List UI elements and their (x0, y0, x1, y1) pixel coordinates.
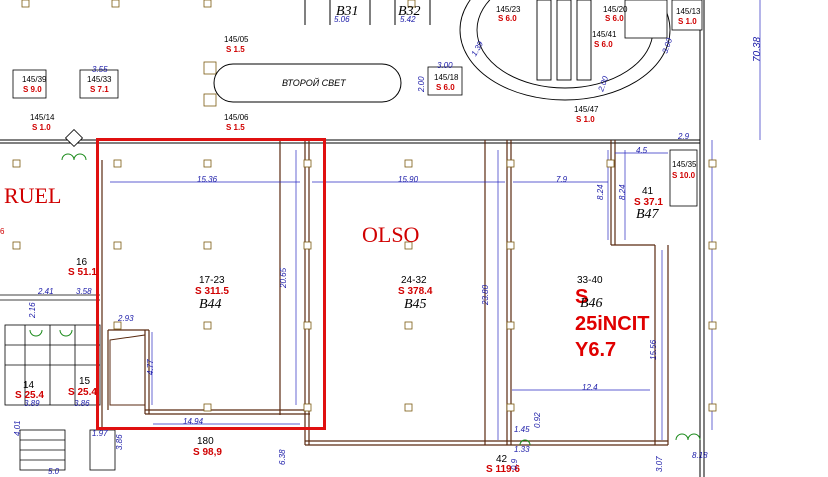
unit-area: S 378.4 (398, 286, 433, 297)
unit-number: 145/20 (603, 5, 628, 14)
unit-area: S 1.0 (678, 17, 697, 26)
unit-area: S 1.5 (226, 45, 245, 54)
dimension-label: 15.56 (649, 339, 658, 360)
unit-number: 145/23 (496, 5, 521, 14)
dimension-label: 1.97 (92, 429, 108, 438)
promo-line: Y6.7 (575, 339, 617, 361)
unit-number: 145/39 (22, 75, 47, 84)
dimension-label: 8.18 (692, 451, 708, 460)
unit-number: 145/06 (224, 113, 249, 122)
dimension-label: 70.38 (752, 36, 763, 62)
unit-number: 17-23 (199, 275, 225, 286)
dimension-label: 1.45 (514, 425, 530, 434)
unit-area: S 6.0 (436, 83, 455, 92)
unit-area: S 6.0 (605, 14, 624, 23)
unit-number: 14 (23, 380, 35, 391)
unit-area: S 9.0 (23, 85, 42, 94)
unit-area: S 10.0 (672, 171, 696, 180)
dimension-label: 2.00 (417, 76, 426, 92)
dimension-label: 4.77 (146, 359, 155, 375)
dimension-label: 15.36 (197, 175, 218, 184)
unit-number: 145/14 (30, 113, 55, 122)
dimension-label: 7.9 (556, 175, 568, 184)
dimension-label: 3.07 (655, 456, 664, 472)
unit-area: S 51.1 (68, 267, 97, 278)
unit-number: 15 (79, 376, 91, 387)
unit-number: 24-32 (401, 275, 427, 286)
unit-code: B45 (404, 297, 427, 312)
unit-area: S 98,9 (193, 447, 222, 458)
dimension-label: 0.9 (510, 458, 519, 470)
dimension-label: 5.42 (400, 15, 416, 24)
dimension-label: 3.58 (76, 287, 92, 296)
unit-number: 180 (197, 436, 214, 447)
tenant-label: OLSO (362, 222, 420, 247)
unit-number: 145/47 (574, 105, 599, 114)
dimension-label: 20.65 (279, 267, 288, 288)
unit-code-b32: B32 (398, 4, 421, 19)
unit-number: 145/41 (592, 30, 617, 39)
unit-area: S 6.0 (594, 40, 613, 49)
dimension-label: 8.24 (618, 184, 627, 200)
second-light-label: ВТОРОЙ СВЕТ (282, 78, 346, 88)
unit-area: S 119.6 (486, 464, 520, 475)
unit-area: S 7.1 (90, 85, 109, 94)
dimension-label: 1.33 (514, 445, 530, 454)
unit-number: 42 (496, 454, 508, 465)
unit-number: 145/35 (672, 160, 697, 169)
tenant-label: RUEL (4, 183, 62, 208)
unit-area: S 37.1 (634, 197, 663, 208)
unit-area: S 25.4 (15, 390, 44, 401)
unit-number: 16 (76, 257, 88, 268)
unit-number: 145/33 (87, 75, 112, 84)
dimension-label: 15.90 (398, 175, 419, 184)
unit-number: 41 (642, 186, 654, 197)
unit-area: S 6.0 (498, 14, 517, 23)
dimension-label: 23.80 (481, 284, 490, 305)
highlighted-unit-frame (96, 138, 326, 430)
unit-area: S 311.5 (195, 286, 229, 297)
unit-area: S 25.4 (68, 387, 97, 398)
dimension-label: 14.94 (183, 417, 204, 426)
dimension-label: 2.93 (118, 314, 134, 323)
promo-line: 25iNCIT (575, 313, 650, 335)
unit-area: S 1.5 (226, 123, 245, 132)
dimension-label: 2.16 (28, 302, 37, 318)
unit-area: S 1.0 (32, 123, 51, 132)
dimension-label: 3.86 (115, 434, 124, 450)
dimension-label: 3.89 (24, 399, 40, 408)
dimension-label: 4.01 (13, 420, 22, 436)
unit-area: S (575, 286, 589, 308)
unit-code-b31: B31 (336, 4, 359, 19)
unit-number: 145/13 (676, 7, 701, 16)
dimension-label: 2.41 (38, 287, 54, 296)
unit-code: B44 (199, 297, 222, 312)
unit-number: 33-40 (577, 275, 603, 286)
dimension-label: 5.06 (334, 15, 350, 24)
dimension-label: 5.0 (48, 467, 60, 476)
dimension-label: 6.38 (278, 449, 287, 465)
unit-code: B46 (580, 296, 603, 311)
dimension-label: 2.9 (678, 132, 690, 141)
unit-number: 145/18 (434, 73, 459, 82)
dimension-label: 12.4 (582, 383, 598, 392)
unit-number: 145/05 (224, 35, 249, 44)
unit-area: S 1.0 (576, 115, 595, 124)
dimension-label: 0.92 (533, 412, 542, 428)
dimension-label: 3.55 (92, 65, 108, 74)
dimension-label: 3.86 (74, 399, 90, 408)
dimension-label: 8.24 (596, 184, 605, 200)
tenant-label: 6 (0, 227, 5, 236)
dimension-label: 4.5 (636, 146, 648, 155)
unit-code: B47 (636, 207, 659, 222)
dimension-label: 3.00 (437, 61, 453, 70)
